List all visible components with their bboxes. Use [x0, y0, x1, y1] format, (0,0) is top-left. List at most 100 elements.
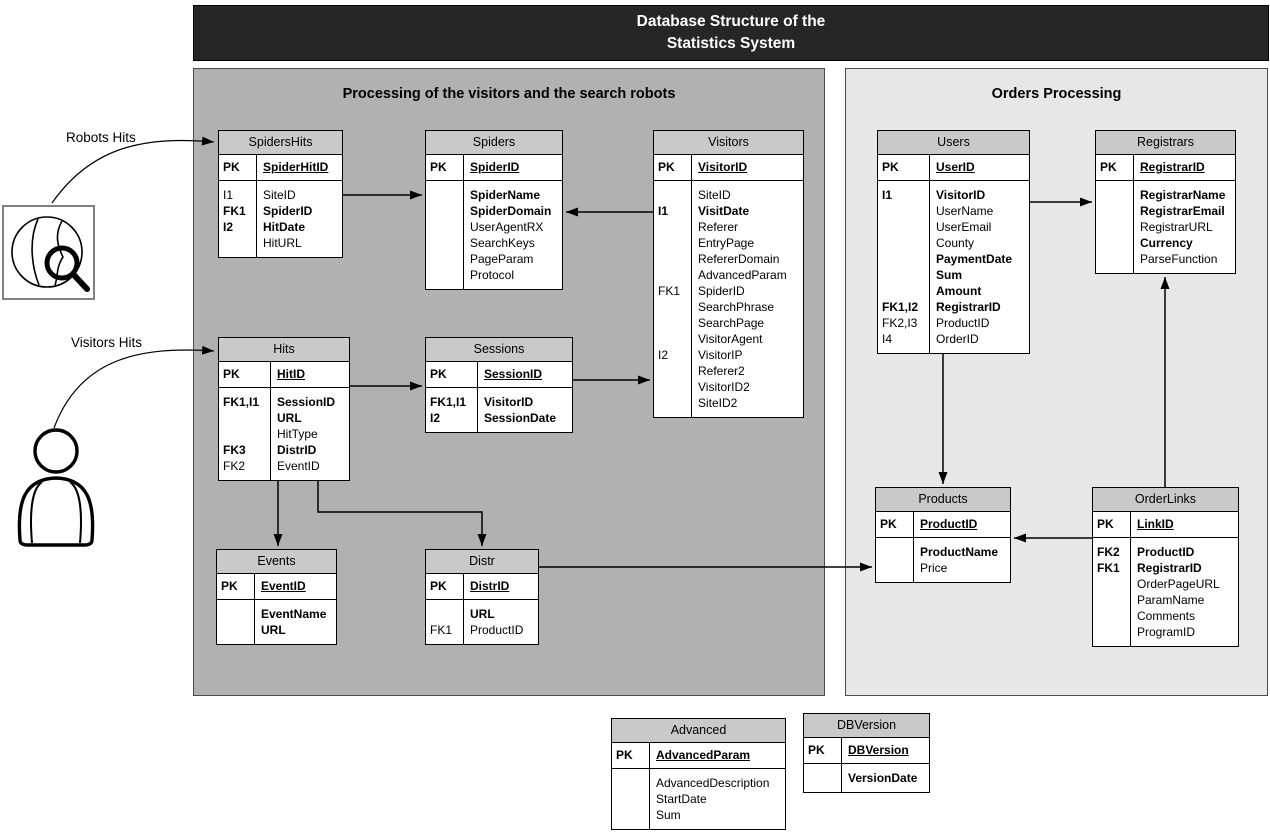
field-key: FK1,I1 — [223, 395, 260, 409]
field-name: VisitorID — [484, 395, 534, 409]
field-key — [221, 606, 254, 622]
field-key — [430, 235, 463, 251]
field-name: ProductID — [936, 316, 990, 330]
pk-tag: PK — [426, 574, 464, 599]
field-name: OrderPageURL — [1137, 577, 1220, 591]
field-name: URL — [470, 607, 495, 621]
pk-tag: PK — [426, 362, 478, 387]
field-key — [1100, 235, 1133, 251]
field-name: ParseFunction — [1140, 252, 1218, 266]
field-key — [1097, 592, 1130, 608]
field-key — [616, 791, 649, 807]
field-key: I1 — [658, 204, 669, 218]
field-name: URL — [261, 623, 286, 637]
field-name: SiteID2 — [698, 396, 738, 410]
pk-tag: PK — [876, 512, 914, 537]
pk-field-name: DistrID — [470, 579, 510, 593]
field-name: SearchPhrase — [698, 300, 775, 314]
entity-title: Distr — [426, 550, 538, 574]
field-name: SpiderID — [263, 204, 313, 218]
entity-title: Sessions — [426, 338, 572, 362]
field-name: Price — [920, 561, 948, 575]
field-name: RegistrarID — [936, 300, 1001, 314]
field-key — [658, 363, 691, 379]
pk-field-name: UserID — [936, 160, 975, 174]
field-key: FK1 — [1097, 561, 1120, 575]
entity-title: Users — [878, 131, 1029, 155]
field-name: VisitorID2 — [698, 380, 750, 394]
pk-field-name: SessionID — [484, 367, 543, 381]
diagram-title-bar: Database Structure of the Statistics Sys… — [193, 5, 1269, 61]
visitors-hits-label: Visitors Hits — [71, 335, 143, 350]
field-key: I1 — [223, 188, 234, 202]
entity-title: Hits — [219, 338, 349, 362]
person-icon — [14, 424, 98, 548]
globe-magnifier-icon — [2, 205, 95, 300]
field-name: AdvancedDescription — [656, 776, 770, 790]
key-column: I1 FK1 I2 — [654, 181, 692, 417]
entity-title: Products — [876, 488, 1010, 512]
field-key — [1100, 187, 1133, 203]
pk-row: PK SpiderHitID — [219, 155, 342, 181]
pk-tag: PK — [612, 743, 650, 768]
pk-field-name: SpiderHitID — [263, 160, 329, 174]
field-name: Amount — [936, 284, 982, 298]
field-name: VisitorID — [936, 188, 986, 202]
field-name: RegistrarURL — [1140, 220, 1213, 234]
field-name: SpiderName — [470, 188, 541, 202]
field-key — [616, 807, 649, 823]
field-column: VersionDate — [842, 764, 929, 792]
field-name: UserName — [936, 204, 994, 218]
pk-field-name: LinkID — [1137, 517, 1174, 531]
field-key — [658, 267, 691, 283]
pk-field-name: RegistrarID — [1140, 160, 1205, 174]
field-name: SessionID — [277, 395, 336, 409]
field-name: Referer — [698, 220, 739, 234]
field-name: EventID — [277, 459, 320, 473]
field-name: AdvancedParam — [698, 268, 787, 282]
field-key: FK1 — [430, 623, 453, 637]
field-name: URL — [277, 411, 302, 425]
field-name: PaymentDate — [936, 252, 1013, 266]
pk-tag: PK — [219, 155, 257, 180]
field-key — [658, 219, 691, 235]
field-name: ParamName — [1137, 593, 1205, 607]
field-name: RegistrarName — [1140, 188, 1226, 202]
entity-title: OrderLinks — [1093, 488, 1238, 512]
pk-field-name: DBVersion — [848, 743, 909, 757]
key-column — [1096, 181, 1134, 273]
pk-tag: PK — [878, 155, 930, 180]
title-line-2: Statistics System — [666, 35, 796, 52]
field-key — [1100, 203, 1133, 219]
field-key: I2 — [430, 411, 441, 425]
field-name: SearchPage — [698, 316, 765, 330]
field-name: Sum — [656, 808, 681, 822]
entity-title: Advanced — [612, 719, 785, 743]
